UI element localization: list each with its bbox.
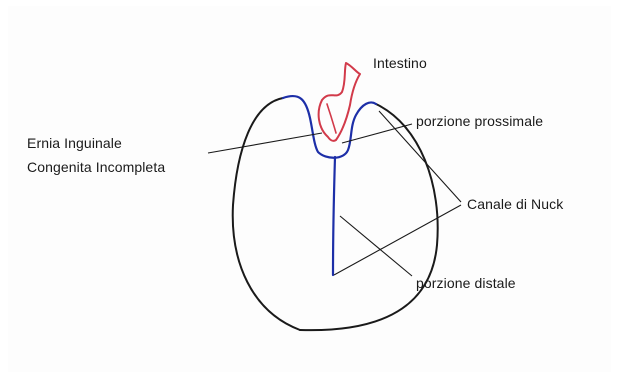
canal-of-nuck-pouch bbox=[283, 96, 376, 158]
label-porzione-distale: porzione distale bbox=[416, 273, 516, 293]
label-canale-di-nuck: Canale di Nuck bbox=[467, 194, 563, 214]
label-intestino: Intestino bbox=[373, 53, 427, 73]
label-ernia-line2: Congenita Incompleta bbox=[27, 157, 165, 177]
label-porzione-prossimale: porzione prossimale bbox=[416, 111, 543, 131]
sac-outline-right bbox=[300, 104, 438, 330]
sac-outline-left bbox=[233, 98, 300, 330]
canal-distal-stem bbox=[333, 157, 335, 275]
label-ernia-line1: Ernia Inguinale bbox=[27, 133, 122, 153]
intestine-loop bbox=[319, 63, 360, 141]
leader-ernia bbox=[208, 133, 322, 153]
leader-porzione-distale bbox=[340, 216, 412, 276]
intestine-inner-fold bbox=[327, 104, 336, 133]
